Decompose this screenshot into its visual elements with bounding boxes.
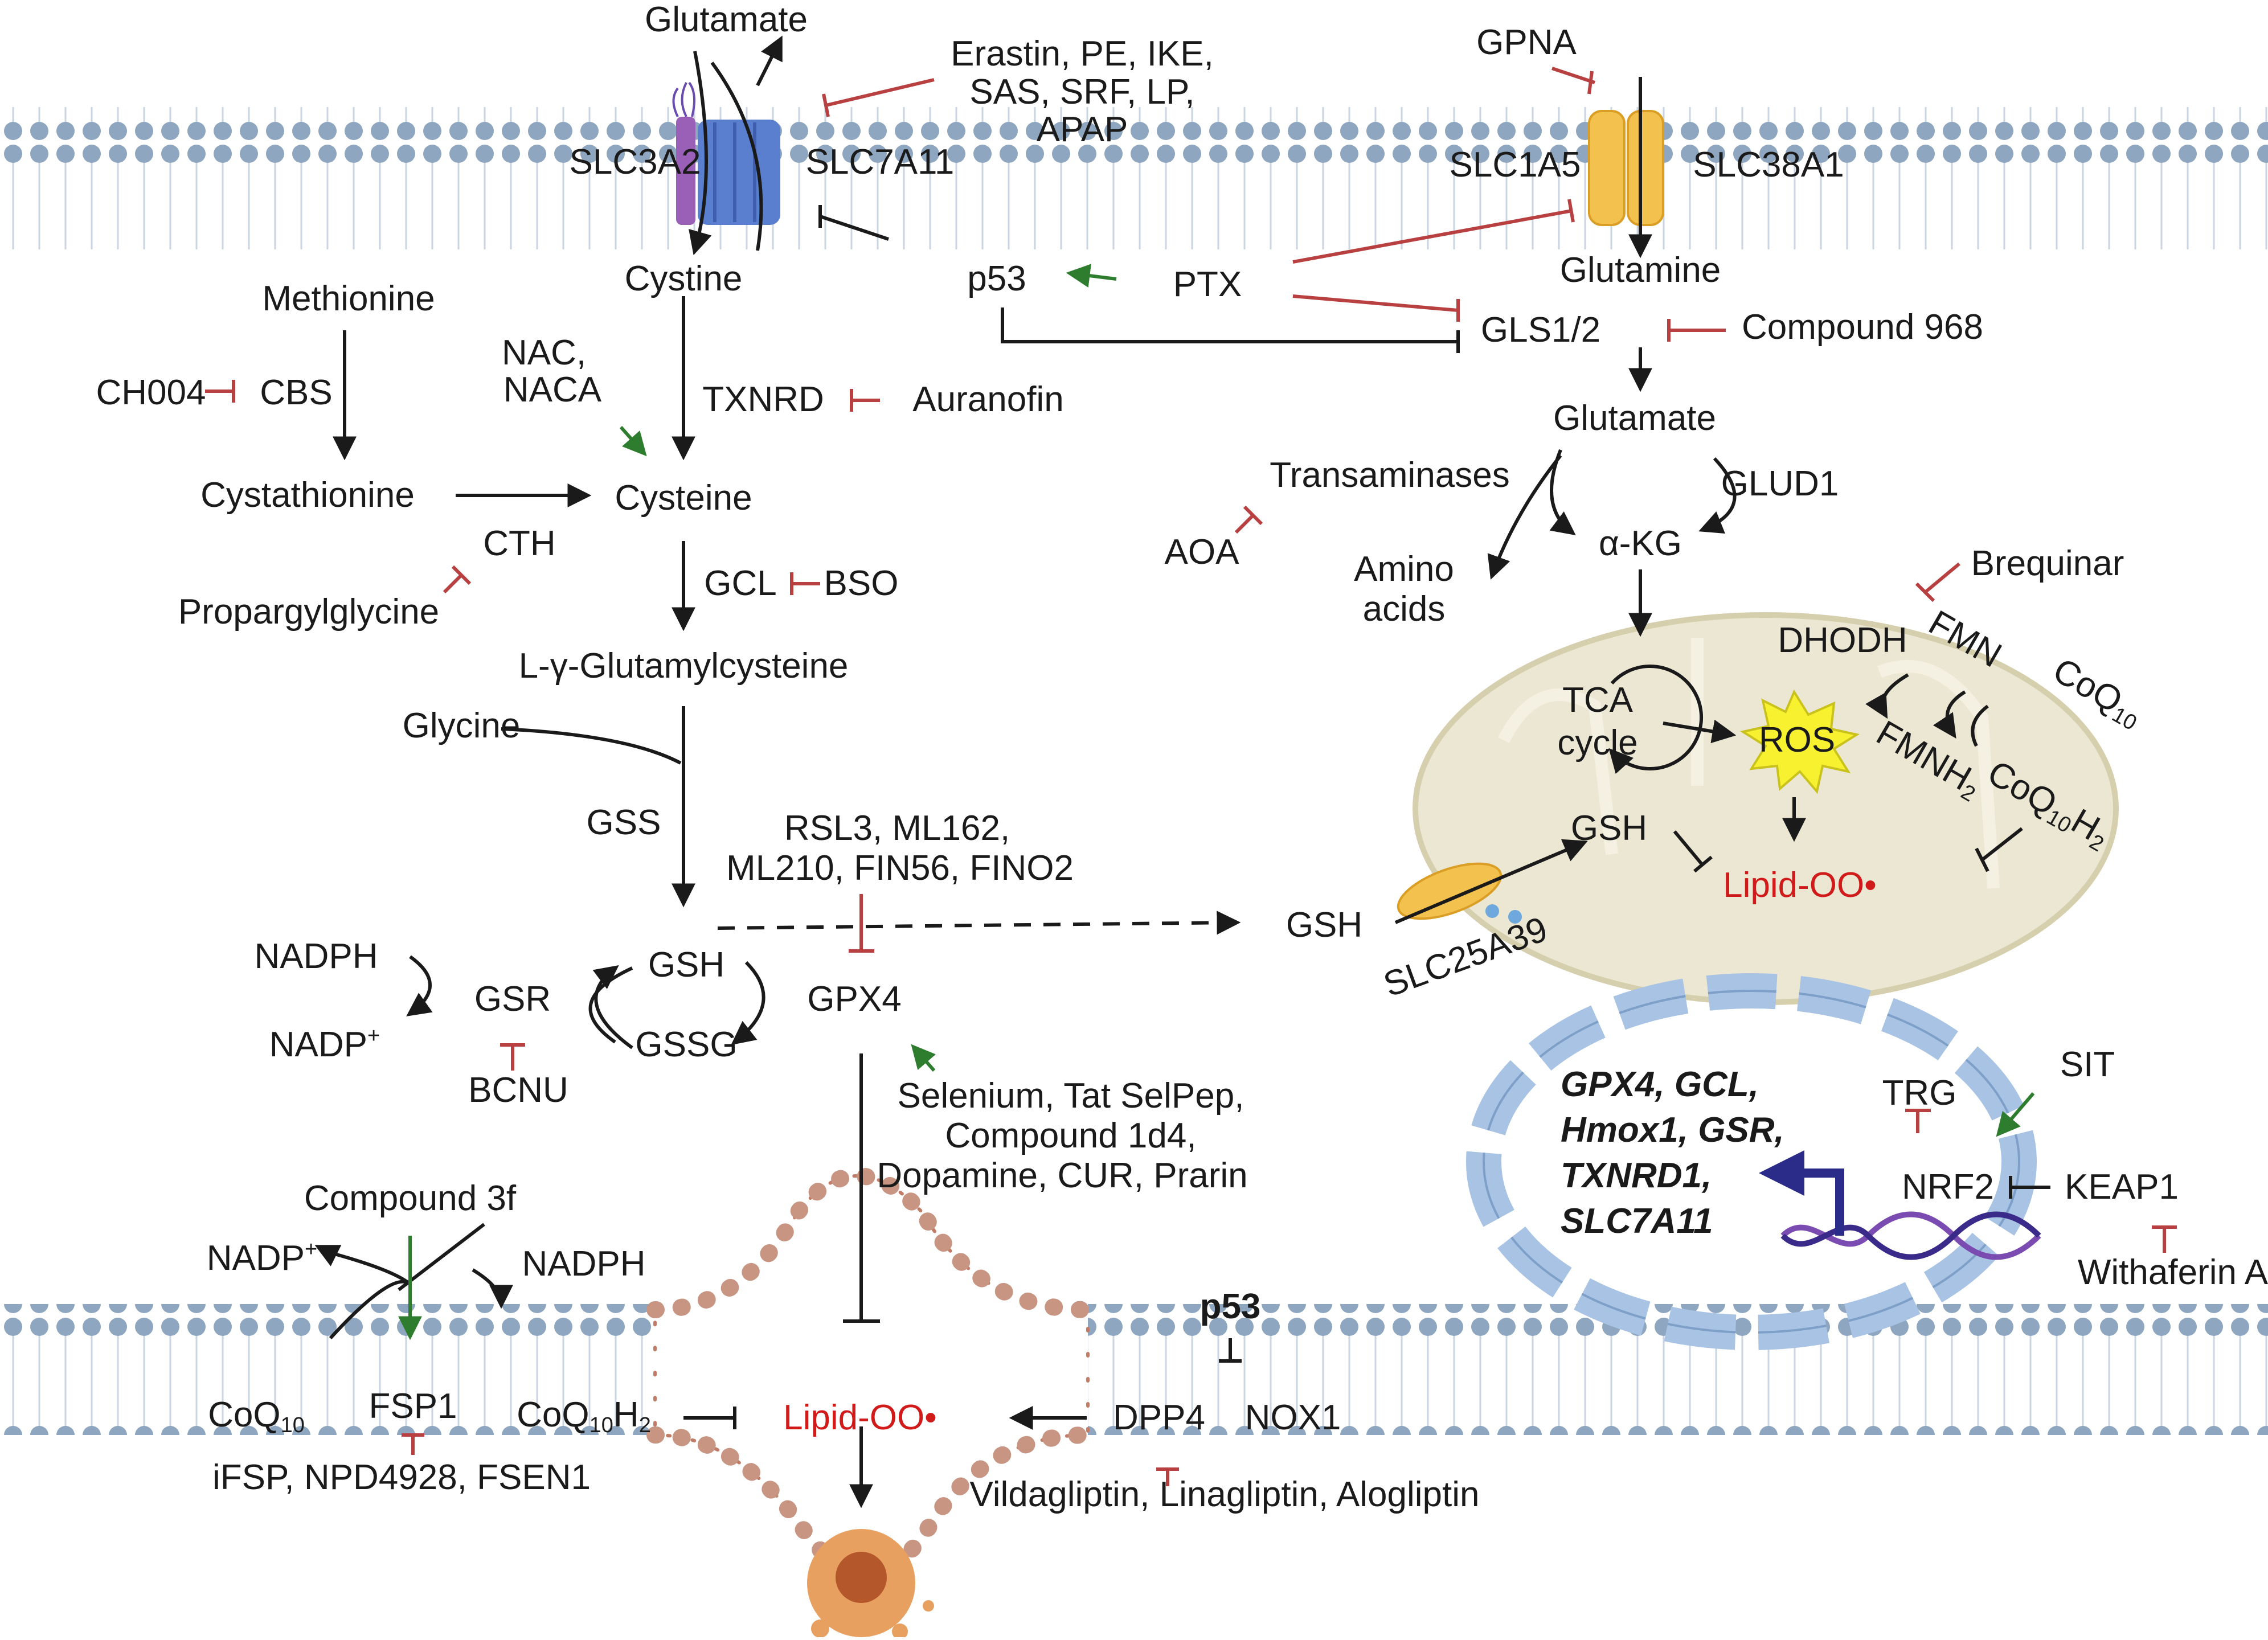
nac-label-2: NACA [503, 370, 602, 409]
nucleus-genes-1: GPX4, GCL, [1561, 1065, 1759, 1104]
glutamine-label: Glutamine [1560, 251, 1721, 290]
gpx4-activators-3: Dopamine, CUR, Prarin [877, 1156, 1247, 1195]
nac-label-1: NAC, [502, 333, 586, 372]
fsp1-inhibitors-label: iFSP, NPD4928, FSEN1 [212, 1458, 591, 1497]
nadp-fsp-label: NADP+ [207, 1237, 317, 1278]
lipid-oo-bottom-label: Lipid-OO• [783, 1398, 937, 1437]
brequinar-label: Brequinar [1971, 544, 2124, 583]
nadp-left-label: NADP+ [269, 1024, 380, 1064]
gpx4-activators-2: Compound 1d4, [945, 1116, 1196, 1155]
system-xc-inhibitors-3: APAP [1037, 110, 1128, 149]
cbs-label: CBS [260, 373, 332, 412]
lipid-oo-mito-label: Lipid-OO• [1723, 866, 1877, 905]
cth-label: CTH [483, 524, 555, 563]
nrf2-label: NRF2 [1902, 1167, 1994, 1207]
gss-label: GSS [587, 803, 661, 842]
slc25a39-label: SLC25A39 [1378, 909, 1552, 1004]
ptx-label: PTX [1173, 265, 1242, 304]
cystine-label: Cystine [625, 259, 743, 298]
gssg-label: GSSG [635, 1025, 737, 1064]
nucleus-genes-4: SLC7A11 [1561, 1202, 1713, 1241]
akg-label: α-KG [1599, 524, 1682, 563]
tca-label-2: cycle [1557, 723, 1637, 762]
glycine-label: Glycine [403, 706, 521, 745]
sit-label: SIT [2060, 1045, 2115, 1084]
nucleus-genes-2: Hmox1, GSR, [1561, 1110, 1784, 1150]
glud1-label: GLUD1 [1721, 464, 1839, 503]
keap1-label: KEAP1 [2065, 1167, 2179, 1207]
gpx4-label: GPX4 [807, 979, 901, 1019]
bso-label: BSO [824, 564, 899, 603]
nadph-fsp-label: NADPH [522, 1244, 645, 1284]
nox1-label: NOX1 [1245, 1398, 1341, 1437]
dhodh-label: DHODH [1778, 621, 1907, 660]
slc3a2-label: SLC3A2 [570, 142, 701, 182]
gls12-label: GLS1/2 [1481, 310, 1600, 350]
slc38a1-label: SLC38A1 [1693, 145, 1844, 184]
aoa-label: AOA [1165, 532, 1240, 572]
gpna-label: GPNA [1476, 23, 1577, 62]
slc1a5-label: SLC1A5 [1450, 145, 1581, 184]
gpx4-inhibitors-1: RSL3, ML162, [784, 809, 1010, 848]
top-membrane [0, 107, 2268, 249]
p53-top-label: p53 [967, 259, 1026, 298]
compound968-label: Compound 968 [1742, 308, 1983, 347]
tca-label-1: TCA [1562, 680, 1634, 720]
system-xc-inhibitors-2: SAS, SRF, LP, [969, 72, 1194, 112]
gpx4-activators-1: Selenium, Tat SelPep, [898, 1076, 1244, 1116]
txnrd-label: TXNRD [702, 380, 824, 419]
methionine-label: Methionine [262, 279, 435, 318]
transaminases-label: Transaminases [1270, 456, 1510, 495]
fsp1-label: FSP1 [369, 1387, 457, 1426]
ch004-label: CH004 [96, 373, 206, 412]
propargylglycine-label: Propargylglycine [178, 592, 439, 632]
amino-acids-label-2: acids [1363, 589, 1446, 629]
withaferin-label: Withaferin A [2078, 1253, 2268, 1292]
coq10h2-bottom-label: CoQ10H2 [517, 1395, 651, 1437]
gsh-mito-label: GSH [1571, 809, 1647, 848]
cystathionine-label: Cystathionine [200, 475, 415, 515]
gpx4-inhibitors-2: ML210, FIN56, FINO2 [726, 848, 1074, 888]
ros-label: ROS [1759, 720, 1835, 760]
trg-label: TRG [1882, 1073, 1957, 1113]
bcnu-label: BCNU [468, 1071, 568, 1110]
p53-bottom-label: p53 [1200, 1287, 1261, 1326]
gsr-label: GSR [474, 979, 551, 1019]
compound3f-label: Compound 3f [304, 1179, 517, 1218]
dpp4-label: DPP4 [1113, 1398, 1205, 1437]
nucleus-genes-3: TXNRD1, [1561, 1156, 1712, 1195]
system-xc-inhibitors-1: Erastin, PE, IKE, [951, 34, 1214, 73]
lgg-label: L-γ-Glutamylcysteine [519, 646, 849, 686]
cysteine-label: Cysteine [615, 478, 752, 518]
slc7a11-label: SLC7A11 [806, 142, 955, 182]
gcl-label: GCL [704, 564, 776, 603]
glutamate-mid-label: Glutamate [1553, 399, 1716, 438]
dpp4-inhibitors-label: Vildagliptin, Linagliptin, Alogliptin [969, 1475, 1479, 1514]
glutamate-top-label: Glutamate [645, 0, 808, 39]
gsh-cyto-label: GSH [1286, 905, 1362, 945]
gsh-cycle-label: GSH [648, 945, 724, 985]
auranofin-label: Auranofin [912, 380, 1063, 419]
nadph-left-label: NADPH [254, 937, 378, 976]
amino-acids-label-1: Amino [1354, 550, 1454, 589]
